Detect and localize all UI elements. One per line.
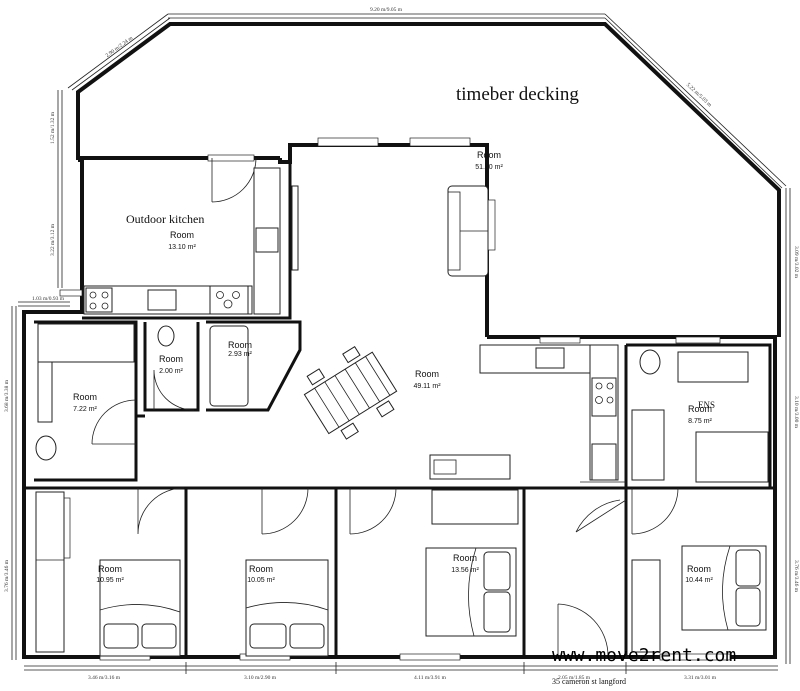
bed-3 [425, 547, 517, 637]
bed-1 [99, 559, 181, 657]
room-name: Room [477, 150, 501, 160]
dim-bottom-2: 3.10 m/2.90 m [244, 675, 277, 681]
room-name: Room [249, 564, 273, 574]
room-area: 49.11 m² [413, 383, 441, 390]
dim-right-upper: 3.09 m/3.02 m [793, 246, 799, 279]
dim-left-step: 1.03 m/0.93 m [32, 296, 65, 302]
outdoor-kitchen-label: Outdoor kitchen [126, 212, 204, 226]
dimension-lines [11, 13, 791, 674]
room-name: Room [228, 340, 252, 350]
room-area: 51.70 m² [475, 164, 503, 171]
room-name: Room [170, 230, 194, 240]
dim-bottom-3: 4.11 m/3.91 m [414, 675, 447, 681]
room-area: 10.05 m² [247, 577, 275, 584]
room-area: 13.10 m² [168, 244, 196, 251]
room-area: 13.56 m² [451, 567, 479, 574]
watermark: www.move2rent.com [552, 645, 736, 666]
room-area: 2.93 m² [228, 351, 252, 358]
room-name: Room [688, 404, 712, 414]
dim-right-lower: 3.76 m/3.46 m [793, 560, 799, 593]
dim-bottom-4: 2.05 m/1.85 m [558, 675, 591, 681]
ens-label: ENS [698, 400, 715, 410]
room-name: Room [159, 354, 183, 364]
dim-right-mid: 3.10 m/3.00 m [793, 396, 799, 429]
dim-left-upper: 1.52 m/1.32 m [50, 111, 56, 144]
doors [91, 157, 679, 658]
room-name: Room [98, 564, 122, 574]
exterior-walls [22, 22, 781, 659]
dim-left-lower: 3.68 m/3.38 m [4, 379, 10, 412]
room-area: 10.95 m² [96, 577, 124, 584]
room-labels: Room 51.70 m² Room 13.10 m² Room 7.22 m²… [73, 150, 713, 584]
dim-bottom-5: 3.31 m/3.01 m [684, 675, 717, 681]
page-title: timeber decking [456, 84, 579, 105]
room-name: Room [415, 369, 439, 379]
room-name: Room [687, 564, 711, 574]
room-name: Room [453, 553, 477, 563]
dim-top: 9.20 m/9.05 m [370, 7, 403, 13]
room-area: 10.44 m² [685, 577, 713, 584]
dim-left-bottom: 3.76 m/3.46 m [4, 559, 10, 592]
interior-walls [24, 162, 775, 657]
furniture [35, 167, 769, 657]
bed-2 [245, 559, 329, 657]
dim-bottom-1: 3.46 m/3.16 m [88, 675, 121, 681]
bed-4 [681, 545, 767, 631]
room-area: 2.00 m² [159, 368, 183, 375]
room-name: Room [73, 392, 97, 402]
room-area: 8.75 m² [688, 418, 712, 425]
address: 35 cameron st langford [552, 677, 626, 686]
room-area: 7.22 m² [73, 406, 97, 413]
dim-left-mid: 3.22 m/3.12 m [50, 223, 56, 256]
